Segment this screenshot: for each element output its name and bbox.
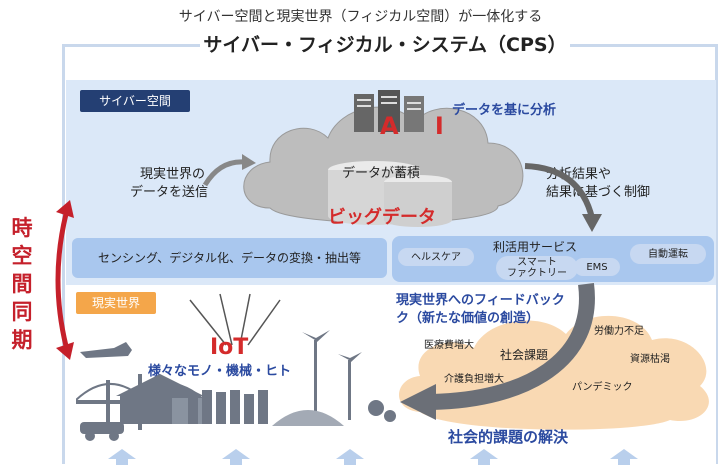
upload-arrow [202,154,256,187]
issue-medical: 医療費増大 [424,340,474,351]
up-arrow-5 [610,449,638,465]
iot-label: IoT [210,335,249,360]
sensing-bar: センシング、デジタル化、データの変換・抽出等 [72,238,387,278]
social-issue-center: 社会課題 [500,348,549,362]
send-label-1: 現実世界の [140,167,206,182]
issue-pandemic: パンデミック [572,382,633,393]
up-arrow-1 [108,449,136,465]
service-ems: EMS [574,258,620,276]
server-icon [354,90,424,132]
feedback-label: 現実世界へのフィードバック ク（新たな価値の創造） [396,293,565,326]
accumulate-label: データが蓄積 [342,166,421,181]
up-arrow-2 [222,449,250,465]
issue-care: 介護負担増大 [444,374,504,385]
result-label-2: 結果に基づく制御 [546,185,651,200]
solution-label: 社会的課題の解決 [448,428,569,446]
service-autonomous: 自動運転 [630,244,706,264]
subtitle: サイバー空間と現実世界（フィジカル空間）が一体化する [178,9,543,25]
things-label: 様々なモノ・機械・ヒト [148,364,292,379]
service-healthcare: ヘルスケア [398,248,474,266]
sync-arrow [55,200,74,360]
bigdata-label: ビッグデータ [328,207,436,228]
up-arrow-4 [470,449,498,465]
service-smart-factory: スマート ファクトリー [496,256,578,280]
service-panel: ヘルスケア スマート ファクトリー EMS 自動運転 [392,236,714,282]
database-icon [328,161,452,227]
send-label-2: データを送信 [130,185,209,200]
service-title: 利活用サービス [492,240,577,254]
up-arrow-3 [336,449,364,465]
page-title: サイバー・フィジカル・システム（CPS） [200,30,570,60]
city-illustration [76,330,396,441]
sync-label: 時 空 間 同 期 [11,216,33,352]
iot-signal-lines [189,293,281,346]
issue-resources: 資源枯渇 [630,354,670,365]
analysis-label: データを基に分析 [452,103,557,118]
ai-label: A I [380,112,458,140]
real-world-tag: 現実世界 [76,292,156,314]
control-arrow [524,163,602,232]
solution-arrow [400,282,595,420]
issue-labor: 労働力不足 [594,326,644,337]
cyber-space-tag: サイバー空間 [80,90,190,112]
